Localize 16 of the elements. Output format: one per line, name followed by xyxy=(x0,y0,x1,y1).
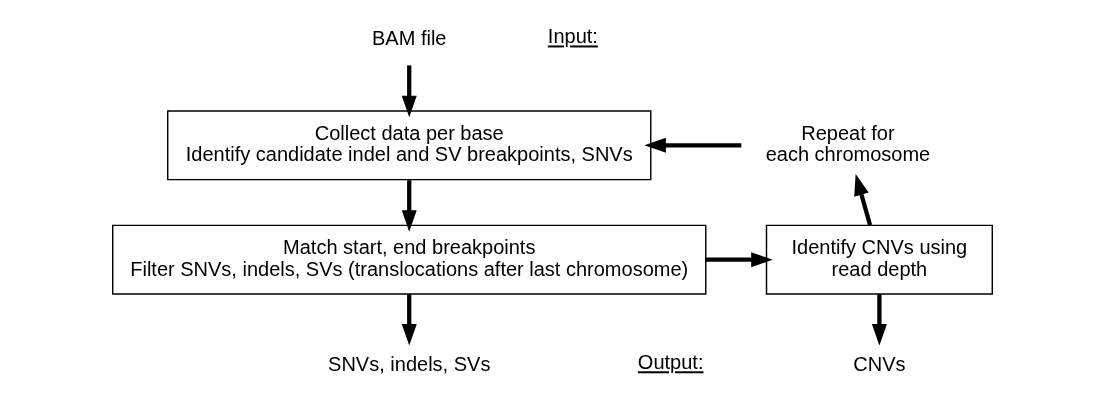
node-text: CNVs xyxy=(853,352,906,375)
arrow xyxy=(401,65,417,118)
arrow xyxy=(644,137,742,153)
node-box: Collect data per base Identify candidate indel and SV breakpoints, SNVs xyxy=(167,110,652,181)
node-text: BAM file xyxy=(372,26,447,49)
arrow xyxy=(401,180,417,232)
node-text: Repeat for each chromosome xyxy=(765,121,931,166)
label: Input: xyxy=(547,25,598,48)
label: Output: xyxy=(637,351,704,374)
arrow xyxy=(854,173,873,226)
arrow xyxy=(401,294,417,346)
node-box: Match start, end breakpoints Filter SNVs, indels, SVs (translocations after last chromosome) xyxy=(112,224,707,295)
node-text: SNVs, indels, SVs xyxy=(328,352,491,375)
node-box: Identify CNVs using read depth xyxy=(765,224,993,295)
arrow xyxy=(705,252,773,268)
arrow xyxy=(871,294,887,346)
